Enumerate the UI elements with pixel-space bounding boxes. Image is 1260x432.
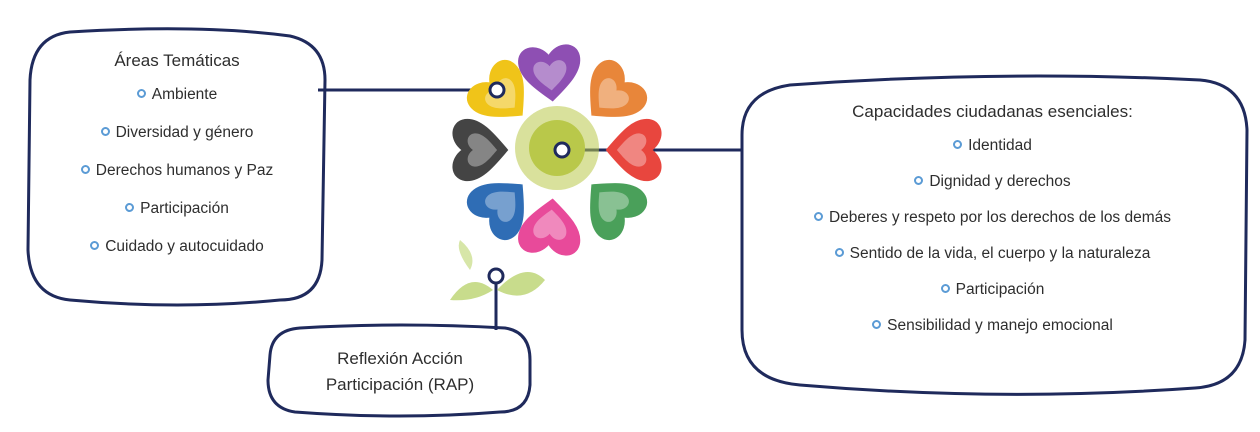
heart-purple-highlight xyxy=(533,60,567,91)
list-item: Participación xyxy=(750,279,1235,301)
center-connector-dot xyxy=(553,141,571,159)
bottom-box xyxy=(266,323,532,418)
rap-line-2: Participación (RAP) xyxy=(325,375,475,394)
thematic-areas-panel: Áreas Temáticas Ambiente Diversidad y gé… xyxy=(32,50,322,274)
heart-orange-highlight xyxy=(598,78,629,109)
heart-green xyxy=(590,183,648,241)
bullet-icon xyxy=(914,176,924,186)
list-item: Participación xyxy=(32,198,322,220)
heart-black xyxy=(452,118,509,182)
heart-red-highlight xyxy=(616,133,647,167)
bullet-icon xyxy=(136,89,146,99)
right-box xyxy=(740,74,1249,396)
bullet-icon xyxy=(80,165,90,175)
list-item: Ambiente xyxy=(32,84,322,106)
heart-purple xyxy=(518,44,581,102)
list-item: Sentido de la vida, el cuerpo y la natur… xyxy=(750,243,1235,265)
list-item: Dignidad y derechos xyxy=(750,171,1235,193)
flower-leaves xyxy=(450,240,545,301)
heart-blue xyxy=(466,183,524,241)
bottom-connector-dot xyxy=(487,267,505,285)
list-item: Cuidado y autocuidado xyxy=(32,236,322,258)
heart-pink-highlight xyxy=(533,209,567,240)
bullet-icon xyxy=(872,320,882,330)
left-box xyxy=(26,27,327,307)
list-item: Derechos humanos y Paz xyxy=(32,160,322,182)
citizen-capacities-panel: Capacidades ciudadanas esenciales: Ident… xyxy=(750,101,1235,351)
bullet-icon xyxy=(125,203,135,213)
list-item: Identidad xyxy=(750,135,1235,157)
rap-line-1: Reflexión Acción xyxy=(337,349,463,368)
left-connector-dot xyxy=(488,81,506,99)
rap-panel: Reflexión Acción Participación (RAP) xyxy=(275,346,525,398)
bullet-icon xyxy=(953,140,963,150)
bullet-icon xyxy=(940,284,950,294)
heart-orange xyxy=(590,59,648,117)
bullet-icon xyxy=(834,248,844,258)
heart-black-highlight xyxy=(467,133,498,167)
bullet-icon xyxy=(813,212,823,222)
list-item: Diversidad y género xyxy=(32,122,322,144)
bullet-icon xyxy=(100,127,110,137)
flower-hearts xyxy=(452,44,662,256)
list-item: Sensibilidad y manejo emocional xyxy=(750,315,1235,337)
citizen-capacities-title: Capacidades ciudadanas esenciales: xyxy=(852,102,1133,121)
list-item: Deberes y respeto por los derechos de lo… xyxy=(750,207,1235,229)
heart-pink xyxy=(518,198,581,256)
thematic-areas-title: Áreas Temáticas xyxy=(114,51,240,70)
heart-green-highlight xyxy=(598,191,629,222)
heart-blue-highlight xyxy=(485,191,516,222)
bullet-icon xyxy=(90,241,100,251)
heart-red xyxy=(605,118,662,182)
